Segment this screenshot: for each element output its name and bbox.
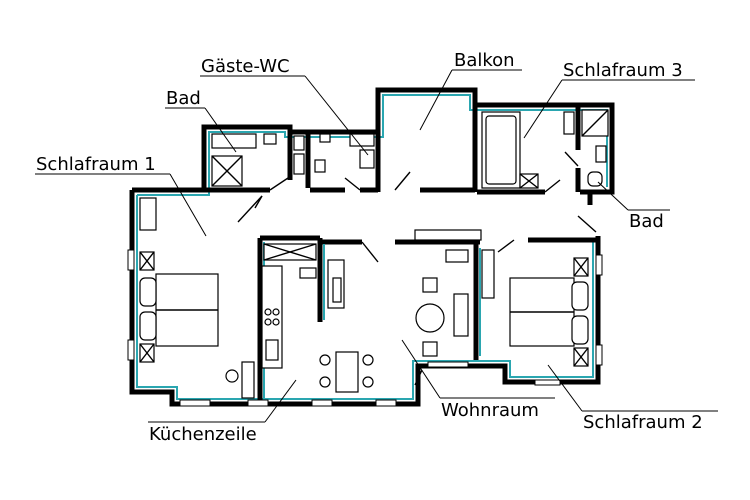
label-bad-right: Bad — [629, 211, 664, 232]
label-schlafraum-3: Schlafraum 3 — [563, 60, 683, 81]
label-balkon: Balkon — [454, 50, 515, 71]
label-kuechenzeile: Küchenzeile — [149, 424, 257, 445]
furniture — [139, 109, 609, 399]
label-gaeste-wc: Gäste-WC — [201, 56, 290, 77]
label-schlafraum-2: Schlafraum 2 — [583, 412, 703, 433]
label-bad-top: Bad — [166, 88, 201, 109]
label-wohnraum: Wohnraum — [441, 400, 539, 421]
leader-lines — [35, 69, 718, 423]
windows — [127, 249, 603, 407]
label-schlafraum-1: Schlafraum 1 — [36, 154, 156, 175]
doors — [237, 151, 597, 386]
